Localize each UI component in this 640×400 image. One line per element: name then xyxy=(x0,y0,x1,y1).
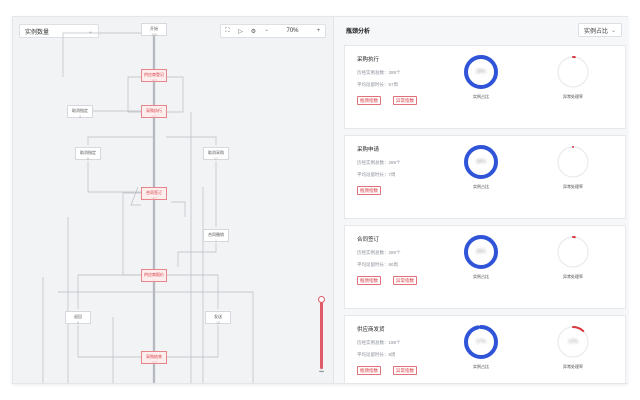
chevron-down-icon: ⌄ xyxy=(610,27,616,34)
ratio-ring-value: 38% xyxy=(475,159,486,165)
fullscreen-icon[interactable]: ⛶ xyxy=(225,27,230,34)
card-tag[interactable]: 异常指数 xyxy=(393,96,417,105)
card-tag[interactable]: 瓶颈指数 xyxy=(357,186,381,195)
ratio-ring xyxy=(464,325,498,359)
process-map-pane[interactable]: 实例数量 ⌄ ⛶ ▷ ⚙ − 70% + xyxy=(13,17,333,383)
ratio-ring-label: 实例占比 xyxy=(473,364,489,369)
abnormal-ring-value: 12% xyxy=(567,339,578,345)
card-tag[interactable]: 瓶颈指数 xyxy=(357,366,381,375)
zoom-slider-handle[interactable] xyxy=(318,296,325,303)
card-avg-duration: 平均逗留时长：7周 xyxy=(357,172,396,177)
sort-select[interactable]: 实例占比 ⌄ xyxy=(578,23,622,37)
bottleneck-card[interactable]: 采购申请历经实例总数：289个平均逗留时长：7周瓶颈指数 38% 实例占比 异常处… xyxy=(344,135,626,219)
ratio-ring-value: 38% xyxy=(475,69,486,75)
ratio-ring-label: 实例占比 xyxy=(473,184,489,189)
card-tag[interactable]: 瓶颈指数 xyxy=(357,276,381,285)
zoom-slider-fill xyxy=(320,301,323,369)
panel-title: 瓶颈分析 xyxy=(346,29,371,35)
ratio-ring xyxy=(464,235,498,269)
card-title: 供应商发货 xyxy=(357,327,385,333)
card-avg-duration: 平均逗留时长：8周 xyxy=(357,352,396,357)
sort-select-value: 实例占比 xyxy=(584,28,609,35)
abnormal-ring xyxy=(557,236,589,268)
abnormal-ring-label: 异常处理率 xyxy=(563,364,583,369)
abnormal-ring-label: 异常处理率 xyxy=(563,274,583,279)
abnormal-ring xyxy=(557,326,589,358)
zoom-slider-end xyxy=(319,371,324,372)
card-tag[interactable]: 异常指数 xyxy=(393,276,417,285)
bottleneck-card[interactable]: 供应商发货历经实例总数：198个平均逗留时长：8周瓶颈指数 异常指数 37% 实例占… xyxy=(344,315,626,383)
metric-select-value: 实例数量 xyxy=(25,29,50,36)
card-avg-duration: 平均逗留时长：67周 xyxy=(357,82,399,87)
play-icon[interactable]: ▷ xyxy=(238,28,243,35)
zoom-out-button[interactable]: − xyxy=(264,28,269,34)
ratio-ring xyxy=(464,145,498,179)
ratio-ring-label: 实例占比 xyxy=(473,274,489,279)
process-flow-edges xyxy=(42,32,254,383)
map-toolbar: ⛶ ▷ ⚙ − 70% + xyxy=(220,24,326,38)
abnormal-ring xyxy=(557,146,589,178)
settings-icon[interactable]: ⚙ xyxy=(250,28,257,35)
zoom-level: 70% xyxy=(286,28,299,34)
card-title: 合同签订 xyxy=(357,237,380,243)
chevron-down-icon: ⌄ xyxy=(87,28,93,35)
abnormal-ring-label: 异常处理率 xyxy=(563,94,583,99)
card-tag[interactable]: 瓶颈指数 xyxy=(357,96,381,105)
abnormal-ring-label: 异常处理率 xyxy=(563,184,583,189)
metric-select[interactable]: 实例数量 ⌄ xyxy=(19,24,99,38)
bottleneck-panel: 瓶颈分析 实例占比 ⌄ 采购执行历经实例总数：289个平均逗留时长：67周瓶颈指… xyxy=(333,17,628,383)
ratio-ring xyxy=(464,55,498,89)
bottleneck-card[interactable]: 采购执行历经实例总数：289个平均逗留时长：67周瓶颈指数 异常指数 38% 实例占… xyxy=(344,45,626,129)
card-total-instances: 历经实例总数：289个 xyxy=(357,160,401,165)
ratio-ring-value: 37% xyxy=(475,339,486,345)
zoom-in-button[interactable]: + xyxy=(316,28,321,34)
card-total-instances: 历经实例总数：289个 xyxy=(357,250,401,255)
ratio-ring-value: 38% xyxy=(475,249,486,255)
bottleneck-card[interactable]: 合同签订历经实例总数：289个平均逗留时长：60周瓶颈指数 异常指数 38% 实例占… xyxy=(344,225,626,309)
app-window: 实例数量 ⌄ ⛶ ▷ ⚙ − 70% + xyxy=(12,16,628,384)
card-tag[interactable]: 异常指数 xyxy=(393,366,417,375)
card-title: 采购申请 xyxy=(357,147,380,153)
abnormal-ring xyxy=(557,56,589,88)
card-total-instances: 历经实例总数：198个 xyxy=(357,340,401,345)
card-title: 采购执行 xyxy=(357,57,380,63)
card-avg-duration: 平均逗留时长：60周 xyxy=(357,262,399,267)
ratio-ring-label: 实例占比 xyxy=(473,94,489,99)
card-total-instances: 历经实例总数：289个 xyxy=(357,70,401,75)
